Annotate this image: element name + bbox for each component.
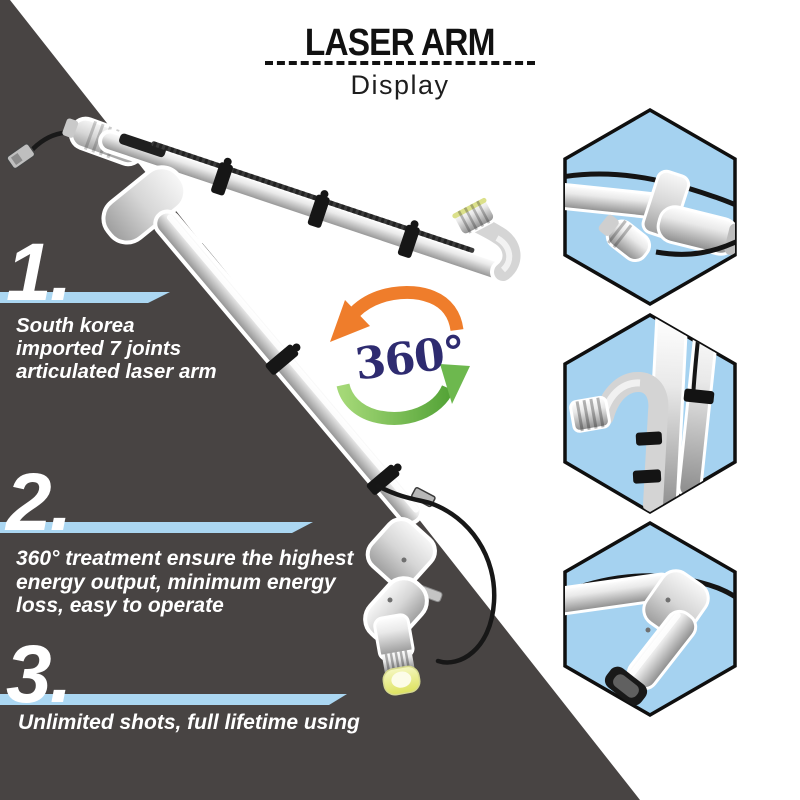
feature-1-line-3: articulated laser arm: [16, 360, 217, 383]
arm-lower-tube: [153, 209, 424, 526]
hexagon-callout-1: [563, 107, 737, 307]
tube-clamps: [211, 157, 420, 258]
feature-1-number: 1.: [6, 227, 72, 318]
feature-1-line-2: imported 7 joints: [16, 337, 182, 360]
accent-bars: [0, 292, 347, 705]
green-arrowhead: [440, 364, 470, 404]
feature-2-line-2: energy output, minimum energy: [16, 570, 336, 594]
accent-bar-1: [0, 292, 170, 303]
feature-2-number: 2.: [6, 457, 72, 548]
cable-connector-tip: [6, 142, 36, 170]
rotation-360-graphic: [330, 285, 470, 425]
arm-wrist-collar-closeup-icon: [565, 569, 735, 706]
arm-swan-neck-joint-closeup-icon: [569, 315, 720, 512]
green-arrow-arc: [336, 383, 454, 425]
arm-handpiece: [373, 613, 421, 696]
accent-bar-3: [0, 694, 347, 705]
feature-3-number: 3.: [6, 629, 72, 720]
orange-arrowhead: [330, 300, 370, 342]
feature-1-line-1: South korea: [16, 314, 135, 337]
orange-arrow-arc: [350, 285, 464, 332]
page-subtitle: Display: [350, 70, 450, 100]
wrist-cable: [375, 483, 497, 665]
lower-tube-clamps: [265, 343, 402, 495]
arm-aperture-cap: [452, 197, 497, 237]
feature-2-line-1: 360° treatment ensure the highest: [16, 547, 354, 570]
feature-1-text: South korea imported 7 joints articulate…: [16, 314, 217, 383]
arm-elbow-joint-closeup-icon: [565, 169, 735, 263]
feature-3-line-1: Unlimited shots, full lifetime using: [18, 711, 360, 734]
title-dashed-rule: [265, 61, 535, 65]
hexagon-callout-2: [563, 312, 737, 515]
feature-3-text: Unlimited shots, full lifetime using: [18, 711, 360, 735]
feature-2-line-3: loss, easy to operate: [16, 594, 224, 617]
accent-bar-2: [0, 522, 313, 533]
callout-hexagons: [563, 107, 737, 718]
laser-arm-image: [6, 116, 525, 696]
arm-wrist-joint: [365, 517, 437, 589]
feature-2-text: 360° treatment ensure the highest energy…: [16, 547, 354, 618]
hexagon-callout-3: [563, 520, 737, 718]
page-title: LASER ARM: [305, 22, 496, 64]
arm-swan-neck-highlight: [495, 235, 513, 273]
